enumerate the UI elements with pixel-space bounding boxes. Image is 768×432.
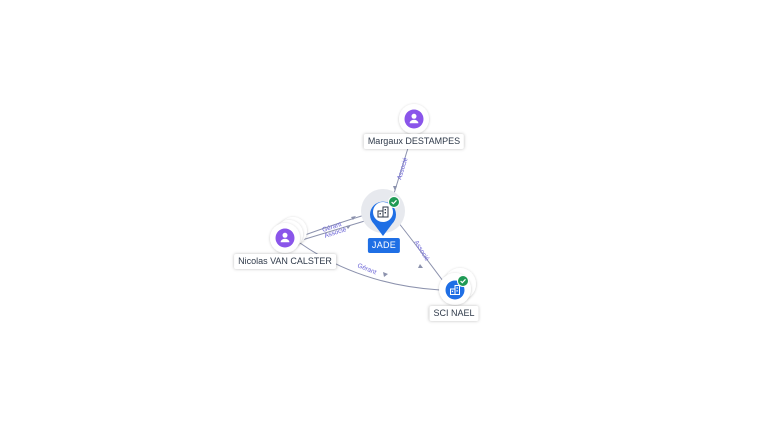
arrow-head [383, 272, 388, 277]
node-margaux[interactable] [399, 104, 429, 134]
edge-jade-sci[interactable] [397, 221, 447, 286]
building-icon [450, 285, 460, 295]
node-label-nicolas[interactable]: Nicolas VAN CALSTER [234, 254, 336, 269]
arrow-head [418, 264, 423, 268]
node-sci-nael[interactable] [439, 268, 476, 305]
arrow-head [393, 186, 397, 191]
verified-check-icon [457, 275, 469, 287]
arrow-head [351, 216, 356, 220]
edge-label-margaux-jade: Associé [396, 156, 409, 180]
edge-nicolas-sci[interactable] [299, 242, 441, 291]
arrow-head [346, 225, 351, 229]
edges [299, 134, 447, 291]
edge-label-jade-sci: Associé [412, 239, 430, 262]
node-label-margaux[interactable]: Margaux DESTAMPES [363, 134, 465, 149]
node-nicolas[interactable] [270, 217, 307, 253]
building-icon [377, 206, 389, 218]
person-icon [409, 113, 419, 124]
node-jade[interactable] [361, 189, 405, 236]
node-label-sci-nael[interactable]: SCI NAEL [429, 306, 479, 321]
node-label-jade[interactable]: JADE [367, 238, 401, 253]
verified-check-icon [388, 196, 400, 208]
edge-nicolas-jade-associe[interactable] [301, 219, 369, 241]
person-icon [280, 232, 290, 243]
